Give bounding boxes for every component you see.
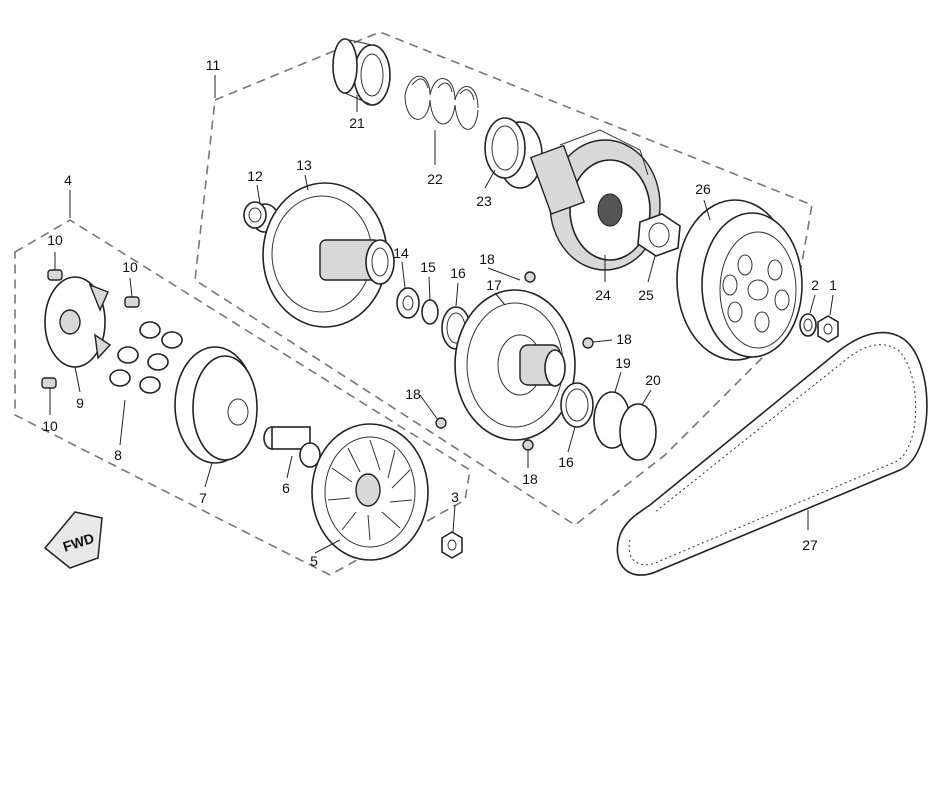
part-5-drive-face-fan	[311, 423, 429, 561]
callout-12: 12	[247, 168, 263, 184]
callout-10-top-right: 10	[122, 259, 138, 275]
part-14-bearing	[396, 287, 420, 319]
callout-15: 15	[420, 259, 436, 275]
part-1-nut	[817, 315, 839, 343]
callout-1: 1	[829, 277, 837, 293]
part-22-spring	[404, 75, 479, 130]
callout-19: 19	[615, 355, 631, 371]
callout-18-left: 18	[405, 386, 421, 402]
callout-16-upper: 16	[450, 265, 466, 281]
part-3-nut	[441, 531, 463, 559]
callout-14: 14	[393, 245, 409, 261]
part-21-bushing	[332, 38, 391, 106]
part-6-drive-collar	[263, 426, 321, 468]
callout-18-right: 18	[616, 331, 632, 347]
callout-11: 11	[206, 57, 221, 73]
callout-26: 26	[695, 181, 711, 197]
callout-24: 24	[595, 287, 611, 303]
callout-23: 23	[476, 193, 492, 209]
part-10-slider-a	[47, 269, 63, 281]
part-25-nut	[637, 213, 681, 257]
callout-3: 3	[451, 489, 459, 505]
part-2-washer	[799, 313, 817, 337]
part-18-pin-bottom	[522, 439, 534, 451]
part-27-drive-belt	[616, 331, 928, 576]
part-18-pin-top	[524, 271, 536, 283]
part-13-driven-face	[262, 182, 395, 328]
part-24-clutch-assembly	[529, 129, 661, 271]
callout-10-bottom: 10	[42, 418, 58, 434]
callout-18-top: 18	[479, 251, 495, 267]
callout-25: 25	[638, 287, 654, 303]
part-15-clip	[421, 299, 439, 325]
part-26-clutch-outer	[676, 199, 803, 361]
part-10-slider-c	[41, 377, 57, 389]
leader-lines	[49, 75, 834, 554]
callout-2: 2	[811, 277, 819, 293]
part-7-movable-drive-face	[174, 346, 258, 464]
part-16-seal-lower	[560, 382, 594, 428]
callout-16-lower: 16	[558, 454, 574, 470]
callout-22: 22	[427, 171, 443, 187]
callout-7: 7	[199, 490, 207, 506]
callout-17: 17	[486, 277, 502, 293]
callout-8: 8	[114, 447, 122, 463]
part-9-ramp-plate	[44, 276, 112, 368]
callout-10-top-left: 10	[47, 232, 63, 248]
part-18-pin-right	[582, 337, 594, 349]
callout-6: 6	[282, 480, 290, 496]
driven-group-outline	[194, 31, 813, 526]
callout-27: 27	[802, 537, 818, 553]
part-18-pin-left	[435, 417, 447, 429]
callout-21: 21	[349, 115, 365, 131]
callout-5: 5	[310, 553, 318, 569]
callout-4: 4	[64, 172, 72, 188]
part-17-fixed-driven-face	[454, 289, 576, 441]
callout-13: 13	[296, 157, 312, 173]
part-10-slider-b	[124, 296, 140, 308]
part-23-collar	[484, 117, 543, 189]
drive-group-outline	[14, 219, 471, 576]
callout-9: 9	[76, 395, 84, 411]
part-8-roller-weights	[109, 321, 183, 394]
fwd-arrow-icon: FWD	[43, 511, 103, 569]
part-20-o-ring	[619, 403, 657, 461]
callout-18-bottom: 18	[522, 471, 538, 487]
callout-20: 20	[645, 372, 661, 388]
